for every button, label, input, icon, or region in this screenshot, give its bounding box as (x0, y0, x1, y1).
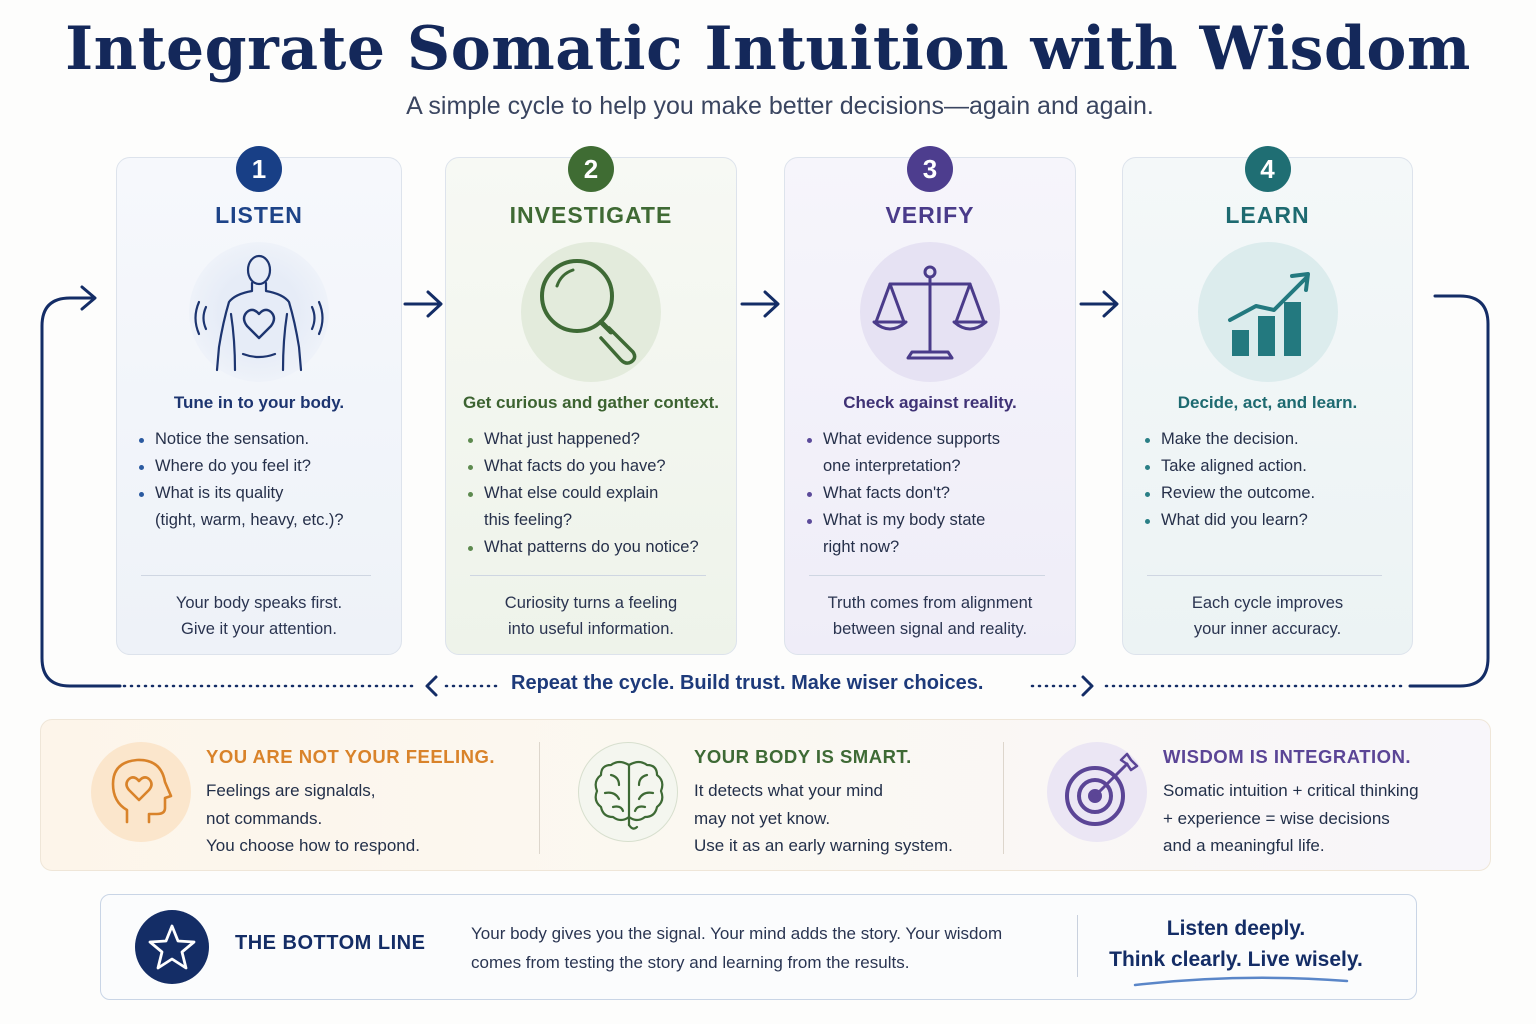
step-subheading: Check against reality. (843, 393, 1017, 412)
body-heart-icon (189, 242, 329, 382)
target-icon (1047, 742, 1147, 842)
step-card-investigate: 2 INVESTIGATE Get curious and gather con… (445, 146, 737, 655)
list-item: Take aligned action. (1145, 453, 1398, 480)
principles-panel: YOU ARE NOT YOUR FEELING. Feelings are s… (40, 719, 1491, 871)
step-number: 1 (236, 146, 282, 192)
step-number: 2 (568, 146, 614, 192)
magnifier-icon (521, 242, 661, 382)
card-divider (809, 575, 1045, 576)
step-bullets: What just happened? What facts do you ha… (468, 426, 722, 561)
bottom-line-panel: THE BOTTOM LINE Your body gives you the … (100, 894, 1417, 1000)
step-heading: LISTEN (215, 202, 303, 228)
star-icon (135, 910, 209, 984)
principle-text: It detects what your mind may not yet kn… (694, 781, 953, 855)
step-subheading: Get curious and gather context. (463, 393, 719, 412)
step-bullets: Notice the sensation. Where do you feel … (139, 426, 387, 534)
list-item: What just happened? (468, 426, 722, 453)
page-title: Integrate Somatic Intuition with Wisdom (65, 14, 1471, 84)
step-footer: Curiosity turns a feeling into useful in… (504, 594, 678, 638)
page-subtitle: A simple cycle to help you make better d… (406, 92, 1154, 120)
bottom-line-divider (1077, 915, 1078, 977)
list-item: What is its quality(tight, warm, heavy, … (139, 480, 387, 534)
step-number: 4 (1244, 146, 1291, 192)
step-number: 3 (907, 146, 953, 192)
principle-divider (1003, 742, 1004, 854)
scales-icon (860, 242, 1000, 382)
list-item: Where do you feel it? (139, 453, 387, 480)
principle-heading: WISDOM IS INTEGRATION. (1163, 746, 1412, 767)
cycle-caption: Repeat the cycle. Build trust. Make wise… (511, 672, 984, 694)
brain-icon (578, 742, 678, 842)
growth-chart-icon (1197, 242, 1338, 382)
step-heading: INVESTIGATE (509, 202, 673, 228)
loop-left-line (40, 296, 122, 688)
step-footer: Each cycle improves your inner accuracy. (1191, 594, 1344, 638)
head-heart-icon (91, 742, 191, 842)
list-item: Review the outcome. (1145, 480, 1398, 507)
step-subheading: Tune in to your body. (173, 393, 345, 412)
card-divider (1147, 575, 1382, 576)
step-subheading: Decide, act, and learn. (1177, 393, 1358, 412)
list-item: What facts do you have? (468, 453, 722, 480)
step-bullets: Make the decision. Take aligned action. … (1145, 426, 1398, 534)
principle-not-your-feeling: YOU ARE NOT YOUR FEELING. Feelings are s… (41, 720, 539, 872)
list-item: Make the decision. (1145, 426, 1398, 453)
card-divider (141, 575, 371, 576)
principle-divider (539, 742, 540, 854)
list-item: Notice the sensation. (139, 426, 387, 453)
arrow-3-4 (1079, 290, 1119, 318)
step-card-verify: 3 VERIFY Check against reality. What evi… (784, 146, 1076, 655)
step-heading: LEARN (1225, 202, 1310, 228)
principle-text: Feelings are signalαls, not commands. Yo… (206, 781, 420, 855)
principle-heading: YOU ARE NOT YOUR FEELING. (206, 746, 495, 767)
loop-right-line (1408, 294, 1490, 688)
arrow-2-3 (740, 290, 780, 318)
bottom-line-heading: THE BOTTOM LINE (235, 932, 426, 954)
loop-left-arrowhead (80, 285, 97, 311)
principle-body-is-smart: YOUR BODY IS SMART. It detects what your… (540, 720, 1003, 872)
principle-text: Somatic intuition + critical thinking + … (1163, 781, 1419, 855)
dotted-arrow-right-head (1081, 675, 1094, 697)
quote-underline (1133, 976, 1349, 987)
principle-heading: YOUR BODY IS SMART. (694, 746, 912, 767)
dotted-arrow-left-head (425, 675, 438, 697)
step-card-learn: 4 LEARN Decide, act, and learn. Make the… (1122, 146, 1413, 655)
step-footer: Your body speaks first. Give it your att… (175, 594, 343, 638)
card-divider (470, 575, 706, 576)
step-card-listen: 1 LISTEN Tune in to your body. Notice th… (116, 146, 402, 655)
bottom-line-quote: Listen deeply. Think clearly. Live wisel… (1109, 917, 1363, 971)
bottom-line-text: Your body gives you the signal. Your min… (471, 924, 1003, 972)
principle-wisdom-is-integration: WISDOM IS INTEGRATION. Somatic intuition… (1004, 720, 1492, 872)
list-item: What did you learn? (1145, 507, 1398, 534)
step-footer: Truth comes from alignment between signa… (827, 594, 1033, 638)
list-item: What patterns do you notice? (468, 534, 722, 561)
list-item: What facts don't? (807, 480, 1061, 507)
arrow-1-2 (403, 290, 443, 318)
step-heading: VERIFY (885, 202, 975, 228)
